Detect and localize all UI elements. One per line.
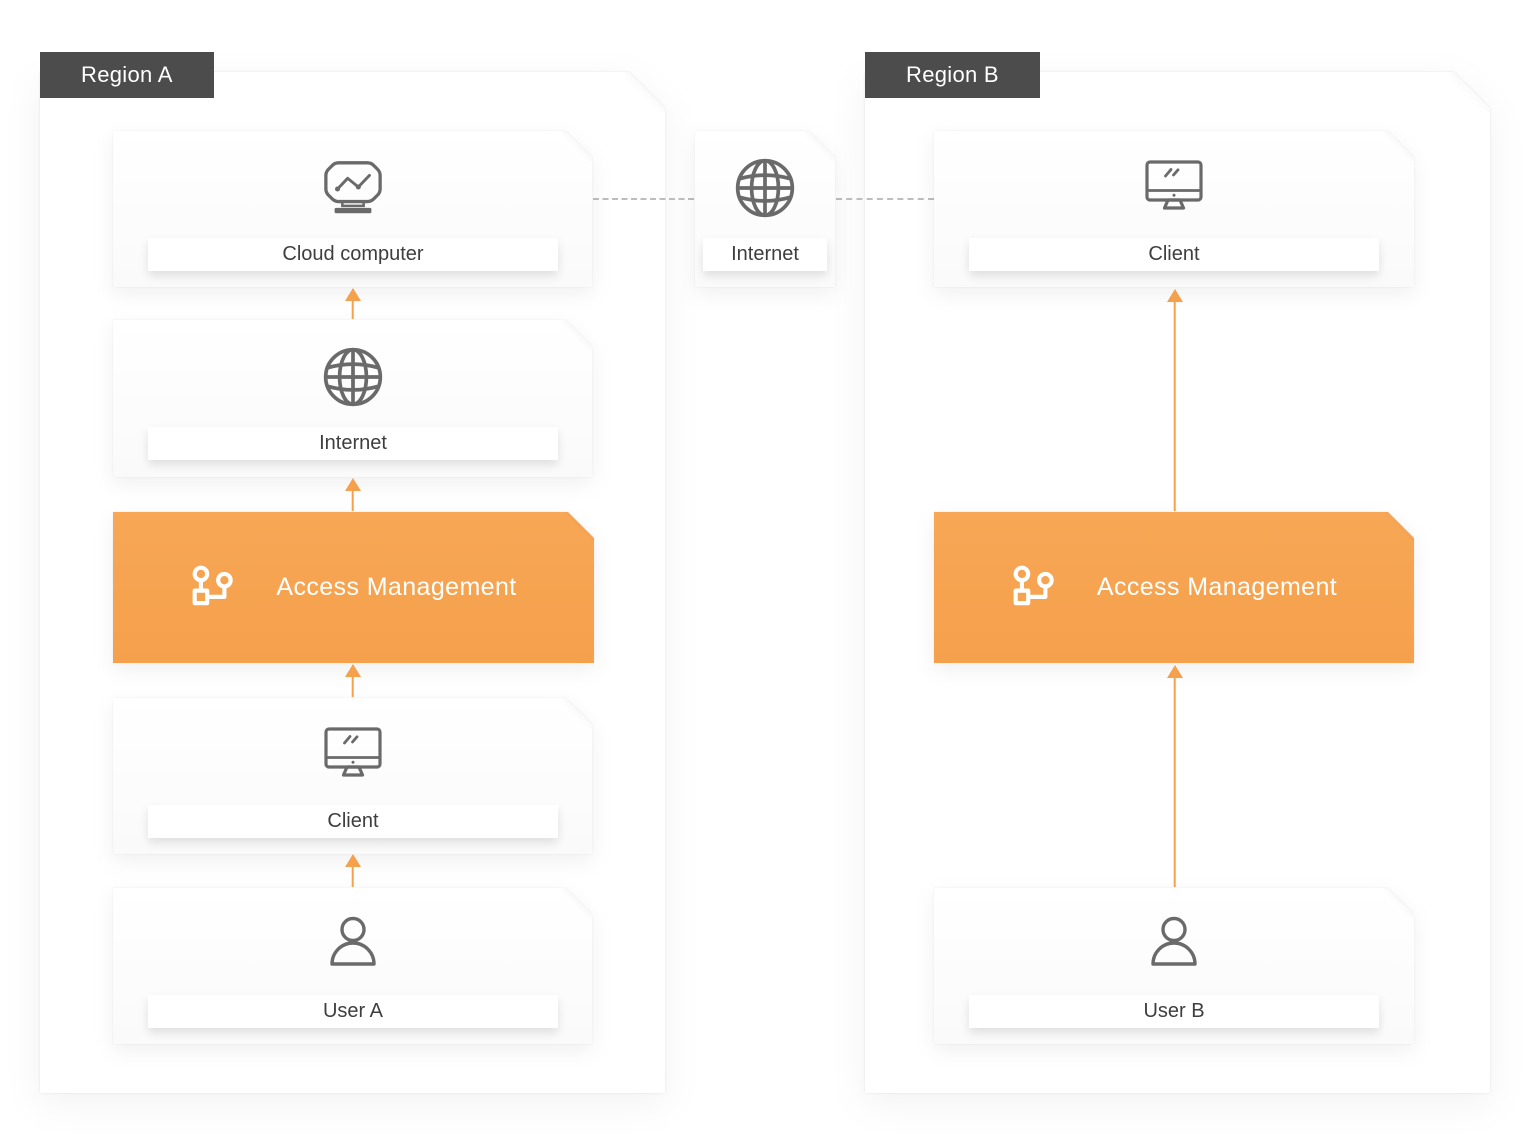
- node-label: Access Management: [276, 573, 517, 601]
- node-label: User A: [148, 995, 558, 1028]
- node-client-region-b: Client: [934, 131, 1414, 287]
- person-icon: [934, 906, 1414, 984]
- node-user-a: User A: [113, 888, 592, 1044]
- node-cloud-computer: Cloud computer: [113, 131, 592, 287]
- monitor-chart-icon: [113, 149, 592, 227]
- workflow-icon: [190, 565, 240, 611]
- node-label: Access Management: [1096, 573, 1338, 601]
- desktop-icon: [934, 149, 1414, 227]
- desktop-icon: [113, 716, 592, 794]
- flow-arrow-client-to-access: [344, 664, 361, 697]
- flow-arrow-access-to-client-b: [1166, 289, 1183, 511]
- node-access-management-region-a: Access Management: [113, 512, 594, 663]
- workflow-icon: [1011, 565, 1061, 611]
- flow-arrow-usera-to-client: [344, 854, 361, 887]
- dashed-connector-right: [836, 198, 934, 200]
- node-label: Client: [148, 805, 558, 838]
- flow-arrow-internet-to-cloud: [344, 288, 361, 319]
- node-label: User B: [969, 995, 1379, 1028]
- node-user-b: User B: [934, 888, 1414, 1044]
- person-icon: [113, 906, 592, 984]
- node-internet-region-a: Internet: [113, 320, 592, 477]
- globe-icon: [695, 149, 835, 227]
- node-label: Client: [969, 238, 1379, 271]
- region-a-label: Region A: [40, 52, 214, 98]
- region-b-label: Region B: [865, 52, 1040, 98]
- globe-icon: [113, 338, 592, 416]
- node-label: Internet: [703, 238, 827, 271]
- node-client-region-a: Client: [113, 698, 592, 854]
- node-label: Internet: [148, 427, 558, 460]
- flow-arrow-userb-to-access: [1166, 665, 1183, 887]
- flow-arrow-access-to-internet: [344, 478, 361, 511]
- node-access-management-region-b: Access Management: [934, 512, 1414, 663]
- node-label: Cloud computer: [148, 238, 558, 271]
- node-internet-hub: Internet: [695, 131, 835, 287]
- dashed-connector-left: [593, 198, 694, 200]
